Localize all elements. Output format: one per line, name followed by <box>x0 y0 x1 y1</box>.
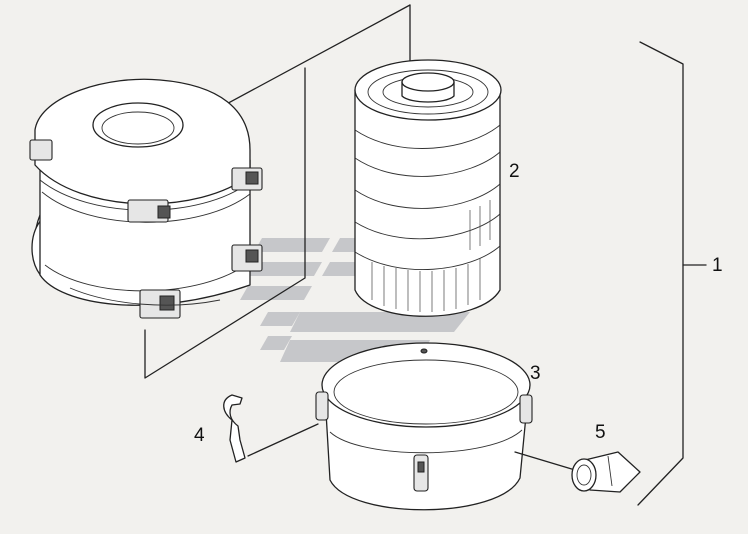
assembly-bracket <box>637 41 707 506</box>
callout-4-clip: 4 <box>194 425 205 446</box>
lower-bowl <box>315 342 533 511</box>
callout-3-lower-bowl: 3 <box>530 363 541 384</box>
filter-pleats <box>371 200 491 312</box>
dust-valve <box>514 451 641 493</box>
upper-housing <box>29 78 263 319</box>
callout-1-assembly: 1 <box>712 255 723 276</box>
spring-clip <box>223 394 319 463</box>
callout-5-dust-valve: 5 <box>595 422 606 443</box>
callout-2-filter-element: 2 <box>509 161 520 182</box>
filter-element <box>354 59 502 317</box>
